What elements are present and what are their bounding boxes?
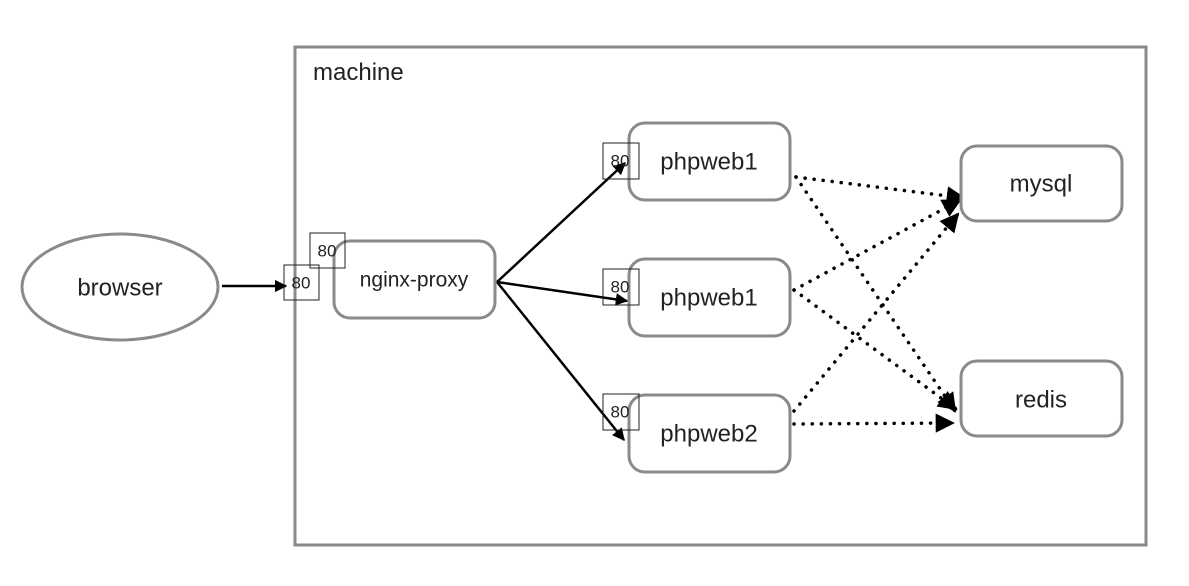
edge-phpweb2-to-redis	[792, 413, 955, 433]
mysql-node: mysql	[959, 144, 1124, 223]
phpweb2-node: phpweb2	[627, 393, 792, 474]
edge-phpweb1-middle-to-redis	[792, 288, 958, 411]
phpweb2-label: phpweb2	[660, 421, 757, 448]
redis-node: redis	[959, 359, 1124, 438]
phpweb2-port: 80	[602, 393, 640, 431]
mysql-label: mysql	[1010, 171, 1073, 198]
edge-nginx-to-phpweb1-top	[496, 162, 626, 283]
machine-label: machine	[313, 59, 404, 86]
redis-label: redis	[1015, 387, 1067, 414]
phpweb1-top-node: phpweb1	[627, 121, 792, 202]
edges-dotted	[792, 175, 966, 433]
nginx-port-exposed: 80	[283, 264, 320, 301]
port-label: 80	[611, 152, 630, 171]
nginx-proxy-node: nginx-proxy	[332, 239, 497, 320]
port-label: 80	[611, 278, 630, 297]
phpweb1-top-label: phpweb1	[660, 149, 757, 176]
browser-label: browser	[77, 275, 162, 302]
port-label: 80	[292, 274, 311, 293]
nginx-proxy-label: nginx-proxy	[360, 269, 469, 292]
edge-phpweb1-top-to-redis	[794, 175, 957, 413]
browser-node: browser	[20, 232, 220, 342]
port-label: 80	[611, 403, 630, 422]
phpweb1-top-port: 80	[602, 142, 640, 180]
edge-nginx-to-phpweb1-middle	[496, 280, 629, 306]
phpweb1-middle-node: phpweb1	[627, 257, 792, 338]
phpweb1-middle-port: 80	[602, 268, 640, 306]
edge-phpweb1-top-to-mysql	[794, 175, 966, 206]
phpweb1-middle-label: phpweb1	[660, 285, 757, 312]
edge-phpweb2-to-mysql	[792, 212, 960, 413]
port-label: 80	[318, 242, 337, 261]
nginx-port-published: 80	[309, 232, 346, 269]
